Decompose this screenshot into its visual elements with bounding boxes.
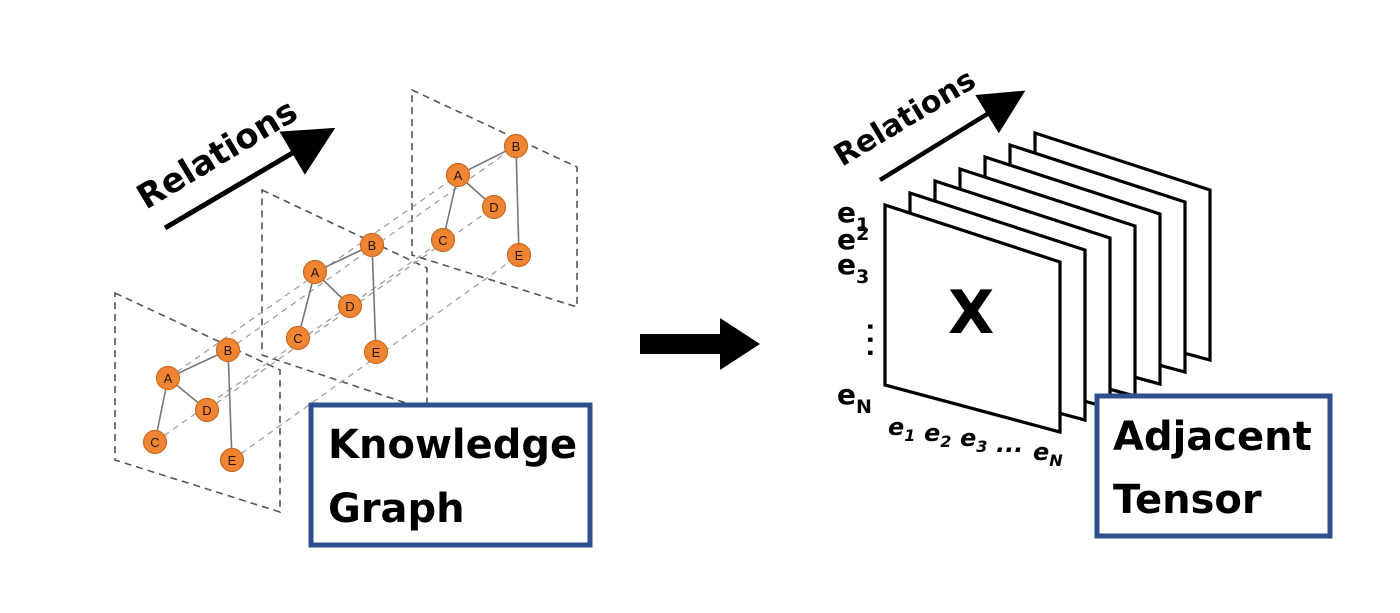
relations-arrow <box>163 127 336 231</box>
graph-2-node-2 <box>285 325 311 351</box>
graph-2-node-4 <box>363 339 389 365</box>
graph-nodes: A B C D E A B C D E A B C D E <box>142 133 532 473</box>
row-label-e3: e3 <box>837 248 869 288</box>
tensor-slice-0 <box>883 202 1062 435</box>
col-label-e3: e3 <box>960 424 987 456</box>
col-label-e1: e1 <box>888 413 915 445</box>
adjacent-tensor: X Relations e1 e2 e3 ··· eN e1 <box>828 62 1333 539</box>
graph-2-node-label-2: C <box>293 331 302 346</box>
graph-3-node-label-2: C <box>438 233 447 248</box>
graph-2-node-label-4: E <box>372 345 381 360</box>
graph-3-node-0 <box>445 162 471 188</box>
graph-1-node-3 <box>194 397 220 423</box>
graph-1-node-label-0: A <box>164 371 173 386</box>
row-label-e1: e1 <box>837 196 869 236</box>
graph-1-node-1 <box>215 337 241 363</box>
relations-arrow-right <box>878 90 1026 182</box>
graph-3-node-4 <box>506 242 532 268</box>
graph-3-node-2 <box>430 227 456 253</box>
row-ellipsis: ··· <box>856 322 884 361</box>
graph-1-node-0 <box>155 365 181 391</box>
graph-3-node-label-4: E <box>515 248 524 263</box>
graph-1-node-label-3: D <box>202 403 211 418</box>
graph-2-node-label-0: A <box>311 265 320 280</box>
graph-2-node-1 <box>359 232 385 258</box>
graph-1-node-label-2: C <box>150 435 159 450</box>
graph-2-node-label-1: B <box>368 238 377 253</box>
knowledge-graph-title-line2: Graph <box>328 486 465 532</box>
col-ellipsis: ... <box>996 430 1023 458</box>
graph-3-node-label-1: B <box>512 139 521 154</box>
tensor-slices <box>883 130 1212 435</box>
graph-2-node-3 <box>337 293 363 319</box>
row-label-e2: e2 <box>837 223 869 256</box>
row-label-eN: eN <box>837 378 872 418</box>
adjacent-tensor-box <box>1094 393 1333 539</box>
graph-1-node-label-1: B <box>224 343 233 358</box>
adjacent-tensor-title-line2: Tensor <box>1113 477 1262 523</box>
transform-arrow <box>640 318 760 370</box>
knowledge-graph-box <box>308 402 593 548</box>
col-label-e2: e2 <box>924 419 951 451</box>
col-label-eN: eN <box>1033 438 1063 470</box>
graph-1-node-label-4: E <box>228 453 237 468</box>
row-labels: e1 e2 e3 ··· eN <box>837 196 884 418</box>
graph-3-node-label-3: D <box>489 200 498 215</box>
knowledge-graph-title-line1: Knowledge <box>328 422 577 468</box>
tensor-symbol: X <box>948 278 994 348</box>
graph-2-node-0 <box>302 259 328 285</box>
graph-3-node-1 <box>503 133 529 159</box>
graph-1-node-4 <box>219 447 245 473</box>
graph-1-node-2 <box>142 429 168 455</box>
graph-3-node-label-0: A <box>454 168 463 183</box>
relations-label-right: Relations <box>828 62 982 174</box>
column-labels: e1 e2 e3 ... eN <box>888 413 1063 470</box>
graph-2-node-label-3: D <box>345 299 354 314</box>
adjacent-tensor-title-line1: Adjacent <box>1113 414 1312 460</box>
graph-3-node-3 <box>481 194 507 220</box>
